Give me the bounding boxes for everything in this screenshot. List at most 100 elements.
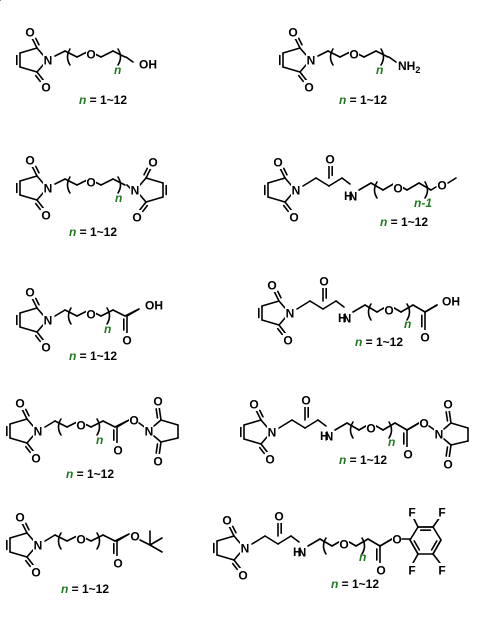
bond-line bbox=[264, 535, 279, 545]
atom-backdrop bbox=[41, 340, 51, 354]
caption-range: = 1~12 bbox=[73, 467, 114, 481]
bond-line bbox=[243, 419, 262, 426]
double-bond-line bbox=[24, 408, 30, 417]
bond-line bbox=[443, 422, 452, 430]
bond-line bbox=[126, 308, 140, 317]
carbonyl-oxygen: O bbox=[153, 455, 162, 469]
bond-line bbox=[54, 50, 66, 57]
bond-line bbox=[406, 422, 420, 431]
bond-line bbox=[294, 37, 301, 49]
bond-line bbox=[44, 420, 56, 428]
repeat-bracket bbox=[57, 418, 62, 436]
atom-backdrop bbox=[86, 175, 96, 189]
double-bond-line bbox=[155, 408, 159, 419]
bond-line bbox=[284, 201, 293, 212]
bond-line bbox=[400, 304, 414, 313]
bond-line bbox=[450, 422, 469, 429]
atom-backdrop bbox=[43, 53, 53, 67]
double-bond-line bbox=[143, 167, 149, 176]
n-range-caption: n = 1~12 bbox=[380, 215, 428, 229]
bond-line bbox=[282, 66, 301, 73]
carbonyl-oxygen: O bbox=[41, 341, 50, 355]
repeat-bracket bbox=[67, 307, 72, 325]
bond-line bbox=[278, 324, 287, 335]
maleimide-nitrogen: N bbox=[292, 184, 301, 198]
repeat-bracket bbox=[117, 48, 122, 66]
maleimide-nitrogen: N bbox=[44, 182, 53, 196]
bond-line bbox=[36, 64, 44, 73]
bond-line bbox=[44, 534, 56, 542]
bond-line bbox=[255, 409, 262, 421]
atom-backdrop bbox=[148, 155, 158, 169]
repeat-subscript-label: n bbox=[104, 322, 111, 336]
bond-line bbox=[26, 418, 34, 427]
atom-backdrop bbox=[339, 537, 349, 551]
bond-line bbox=[9, 551, 28, 558]
atom-backdrop bbox=[130, 529, 140, 543]
atom-backdrop bbox=[25, 285, 35, 299]
atom-backdrop bbox=[407, 505, 417, 519]
atom-backdrop bbox=[304, 80, 314, 94]
bond-line bbox=[267, 177, 286, 184]
carbonyl-oxygen: O bbox=[443, 398, 452, 412]
atom-backdrop bbox=[297, 545, 307, 559]
ester-oxygen: O bbox=[419, 417, 428, 431]
bond-line bbox=[153, 435, 162, 443]
double-bond-line bbox=[231, 562, 239, 571]
bond-line bbox=[243, 438, 262, 445]
atom-backdrop bbox=[366, 421, 376, 435]
bond-line bbox=[26, 549, 34, 558]
carbonyl-oxygen: O bbox=[420, 331, 429, 345]
carbonyl-oxygen: O bbox=[304, 81, 313, 95]
double-bond-line bbox=[24, 445, 32, 454]
bond-line bbox=[158, 405, 162, 421]
atom-backdrop bbox=[291, 183, 301, 197]
atom-backdrop bbox=[325, 152, 335, 166]
bond-line bbox=[26, 435, 34, 444]
carbonyl-oxygen: O bbox=[443, 458, 452, 472]
bond-line bbox=[282, 47, 301, 54]
bond-line bbox=[317, 419, 327, 427]
bond-line bbox=[328, 177, 343, 187]
caption-range: = 1~12 bbox=[338, 577, 379, 591]
atom-backdrop bbox=[419, 416, 429, 430]
bond-line bbox=[352, 304, 366, 313]
n-range-caption: n = 1~12 bbox=[331, 577, 379, 591]
bond-line bbox=[260, 436, 268, 445]
bond-line bbox=[149, 544, 163, 553]
atom-backdrop bbox=[301, 393, 311, 407]
bond-line bbox=[267, 196, 286, 203]
double-bond-line bbox=[141, 204, 149, 213]
bond-line bbox=[358, 182, 372, 191]
carbonyl-oxygen: O bbox=[249, 398, 258, 412]
bond-line bbox=[299, 64, 307, 73]
bond-line bbox=[260, 443, 269, 454]
bond-line bbox=[307, 538, 321, 547]
ether-oxygen: O bbox=[76, 419, 85, 433]
caption-range: = 1~12 bbox=[76, 225, 117, 239]
carbonyl-oxygen: O bbox=[31, 566, 40, 580]
bond-line bbox=[447, 177, 457, 184]
atom-backdrop bbox=[348, 189, 358, 203]
atom-backdrop bbox=[274, 509, 284, 523]
atom-backdrop bbox=[324, 429, 334, 443]
bond-line bbox=[19, 66, 38, 73]
bond-line bbox=[54, 420, 68, 428]
repeat-bracket bbox=[322, 537, 327, 555]
bond-line bbox=[139, 539, 151, 546]
atom-backdrop bbox=[33, 538, 43, 552]
bond-line bbox=[158, 441, 162, 457]
bond-line bbox=[160, 437, 179, 443]
bond-line bbox=[278, 300, 286, 309]
ether-oxygen: O bbox=[393, 182, 402, 196]
carbonyl-oxygen: O bbox=[25, 286, 34, 300]
n-range-caption: n = 1~12 bbox=[339, 93, 387, 107]
bond-line bbox=[36, 175, 44, 184]
bond-line bbox=[335, 300, 345, 308]
bond-line bbox=[112, 50, 126, 58]
bond-line bbox=[290, 535, 300, 543]
bond-line bbox=[251, 535, 266, 545]
